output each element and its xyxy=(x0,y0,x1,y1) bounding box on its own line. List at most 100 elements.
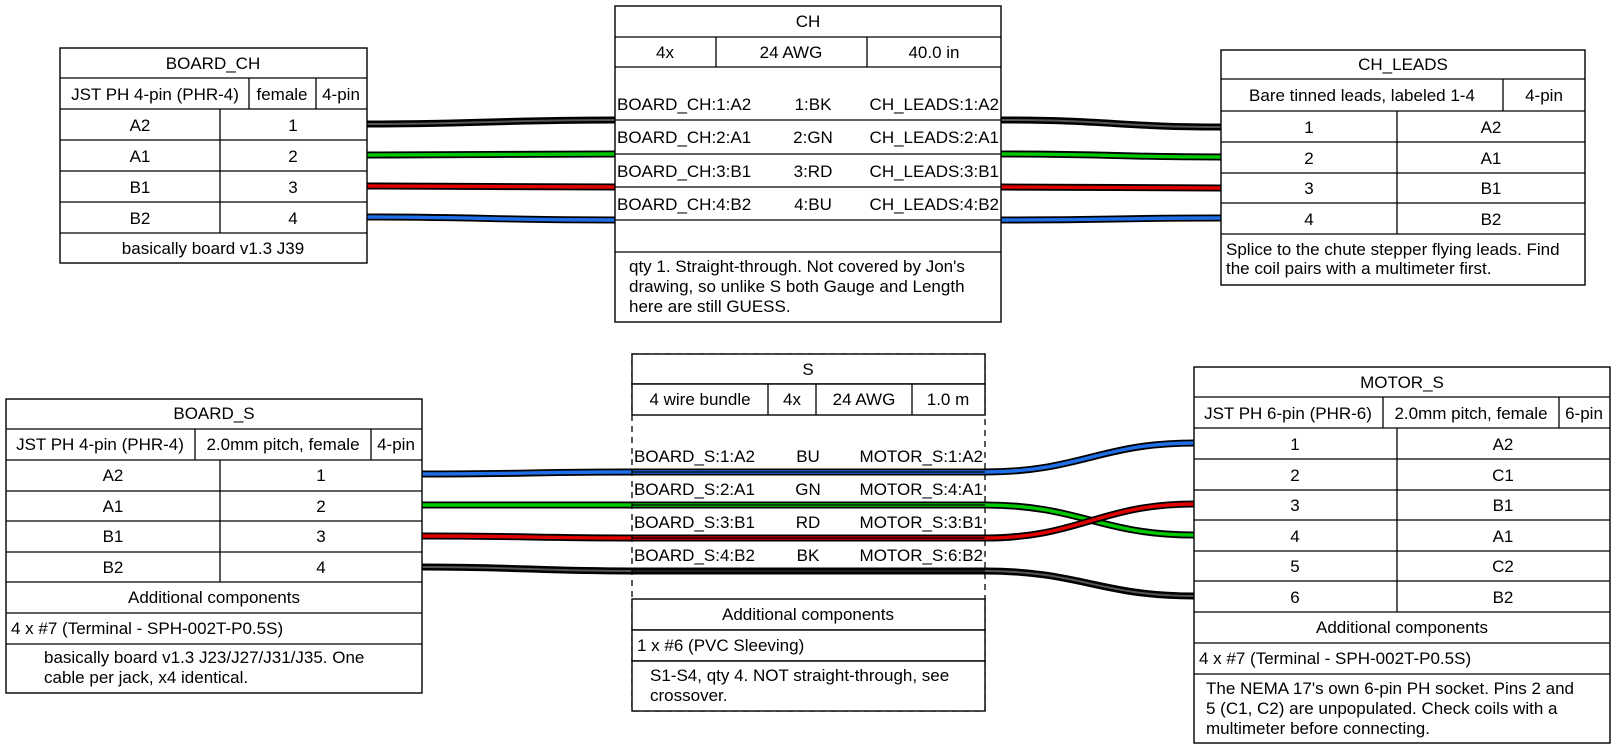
connector-pitch: 2.0mm pitch, female xyxy=(1394,404,1547,423)
connector-title: CH_LEADS xyxy=(1358,55,1448,74)
connector-board-s: BOARD_S JST PH 4-pin (PHR-4) 2.0mm pitch… xyxy=(5,398,423,694)
pin-number: 3 xyxy=(1304,179,1313,198)
connector-notes-line: 5 (C1, C2) are unpopulated. Check coils … xyxy=(1206,699,1558,718)
connector-notes-line: multimeter before connecting. xyxy=(1206,719,1430,738)
wire-from: BOARD_CH:3:B1 xyxy=(617,162,751,181)
cable-notes-line: S1-S4, qty 4. NOT straight-through, see xyxy=(650,666,949,685)
connector-notes-line: cable per jack, x4 identical. xyxy=(44,668,248,687)
pin-number: 4 xyxy=(1304,210,1313,229)
wire-to: CH_LEADS:2:A1 xyxy=(870,128,999,147)
connector-pincount: 4-pin xyxy=(1525,86,1563,105)
wire-from: BOARD_S:2:A1 xyxy=(634,480,755,499)
cable-gauge: 24 AWG xyxy=(833,390,896,409)
pin-number: 1 xyxy=(288,116,297,135)
pin-number: 4 xyxy=(316,558,325,577)
wire-label: RD xyxy=(796,513,821,532)
wire-to: MOTOR_S:3:B1 xyxy=(860,513,983,532)
pin-label: A1 xyxy=(103,497,124,516)
wire-from: BOARD_S:1:A2 xyxy=(634,447,755,466)
wire-label: GN xyxy=(795,480,821,499)
pin-label: A1 xyxy=(130,147,151,166)
pin-number: 2 xyxy=(288,147,297,166)
cable-notes-line: crossover. xyxy=(650,686,727,705)
connector-board-ch: BOARD_CH JST PH 4-pin (PHR-4) female 4-p… xyxy=(59,47,368,264)
pin-number: 5 xyxy=(1290,557,1299,576)
wire-from: BOARD_S:4:B2 xyxy=(634,546,755,565)
cable-length: 40.0 in xyxy=(908,43,959,62)
connector-ch-leads: CH_LEADS Bare tinned leads, labeled 1-4 … xyxy=(1220,49,1586,286)
pin-label: B1 xyxy=(103,527,124,546)
pin-number: 3 xyxy=(316,527,325,546)
pin-number: 1 xyxy=(316,466,325,485)
cable-type: 4 wire bundle xyxy=(649,390,750,409)
wire-to: MOTOR_S:1:A2 xyxy=(860,447,983,466)
pin-label: C1 xyxy=(1492,466,1514,485)
cable-notes-line: qty 1. Straight-through. Not covered by … xyxy=(629,257,965,276)
wire-label: BU xyxy=(796,447,820,466)
connector-title: BOARD_S xyxy=(173,404,254,423)
pin-label: A2 xyxy=(130,116,151,135)
cable-wirecount: 4x xyxy=(656,43,674,62)
wire-from: BOARD_CH:4:B2 xyxy=(617,195,751,214)
cable-s: S 4 wire bundle 4x 24 AWG 1.0 m BOARD_S:… xyxy=(631,353,986,712)
cable-wirecount: 4x xyxy=(783,390,801,409)
wire-to: MOTOR_S:4:A1 xyxy=(860,480,983,499)
wire-to: CH_LEADS:4:B2 xyxy=(870,195,999,214)
pin-label: B2 xyxy=(103,558,124,577)
pin-number: 2 xyxy=(1290,466,1299,485)
pin-label: B2 xyxy=(1493,588,1514,607)
connector-pincount: 4-pin xyxy=(322,85,360,104)
connector-notes-line: The NEMA 17's own 6-pin PH socket. Pins … xyxy=(1206,679,1574,698)
pin-label: A2 xyxy=(103,466,124,485)
connector-gender: female xyxy=(256,85,307,104)
cable-gauge: 24 AWG xyxy=(760,43,823,62)
additional-component: 4 x #7 (Terminal - SPH-002T-P0.5S) xyxy=(11,619,283,638)
connector-notes: basically board v1.3 J39 xyxy=(122,239,304,258)
connector-pincount: 4-pin xyxy=(377,435,415,454)
wire-from: BOARD_S:3:B1 xyxy=(634,513,755,532)
connector-notes-line: Splice to the chute stepper flying leads… xyxy=(1226,240,1560,259)
wire-label: BK xyxy=(797,546,820,565)
cable-length: 1.0 m xyxy=(927,390,970,409)
pin-number: 4 xyxy=(1290,527,1299,546)
pin-label: A2 xyxy=(1481,118,1502,137)
pin-label: A1 xyxy=(1493,527,1514,546)
wire-label: 2:GN xyxy=(793,128,833,147)
pin-label: B1 xyxy=(1481,179,1502,198)
connector-pitch: 2.0mm pitch, female xyxy=(206,435,359,454)
connector-pincount: 6-pin xyxy=(1565,404,1603,423)
connector-motor-s: MOTOR_S JST PH 6-pin (PHR-6) 2.0mm pitch… xyxy=(1193,366,1611,744)
wire-to: CH_LEADS:1:A2 xyxy=(870,95,999,114)
additional-components-title: Additional components xyxy=(128,588,300,607)
pin-number: 6 xyxy=(1290,588,1299,607)
wire-label: 3:RD xyxy=(794,162,833,181)
pin-label: A2 xyxy=(1493,435,1514,454)
pin-number: 1 xyxy=(1304,118,1313,137)
pin-label: B2 xyxy=(1481,210,1502,229)
connector-title: MOTOR_S xyxy=(1360,373,1444,392)
pin-label: A1 xyxy=(1481,149,1502,168)
pin-label: B1 xyxy=(1493,496,1514,515)
wire-from: BOARD_CH:2:A1 xyxy=(617,128,751,147)
pin-number: 3 xyxy=(1290,496,1299,515)
connector-notes-line: basically board v1.3 J23/J27/J31/J35. On… xyxy=(44,648,364,667)
pin-number: 2 xyxy=(316,497,325,516)
cable-ch: CH 4x 24 AWG 40.0 in BOARD_CH:1:A2 1:BK … xyxy=(614,5,1002,323)
wire-from: BOARD_CH:1:A2 xyxy=(617,95,751,114)
connector-type: JST PH 4-pin (PHR-4) xyxy=(71,85,239,104)
wire-label: 4:BU xyxy=(794,195,832,214)
wire-to: CH_LEADS:3:B1 xyxy=(870,162,999,181)
pin-label: B1 xyxy=(130,178,151,197)
cable-title: S xyxy=(802,360,813,379)
additional-components-title: Additional components xyxy=(1316,618,1488,637)
connector-type: JST PH 6-pin (PHR-6) xyxy=(1204,404,1372,423)
cable-notes-line: drawing, so unlike S both Gauge and Leng… xyxy=(629,277,965,296)
pin-label: C2 xyxy=(1492,557,1514,576)
connector-type: Bare tinned leads, labeled 1-4 xyxy=(1249,86,1475,105)
cable-notes-line: here are still GUESS. xyxy=(629,297,791,316)
connector-type: JST PH 4-pin (PHR-4) xyxy=(16,435,184,454)
pin-number: 4 xyxy=(288,209,297,228)
additional-component: 1 x #6 (PVC Sleeving) xyxy=(637,636,804,655)
pin-number: 3 xyxy=(288,178,297,197)
